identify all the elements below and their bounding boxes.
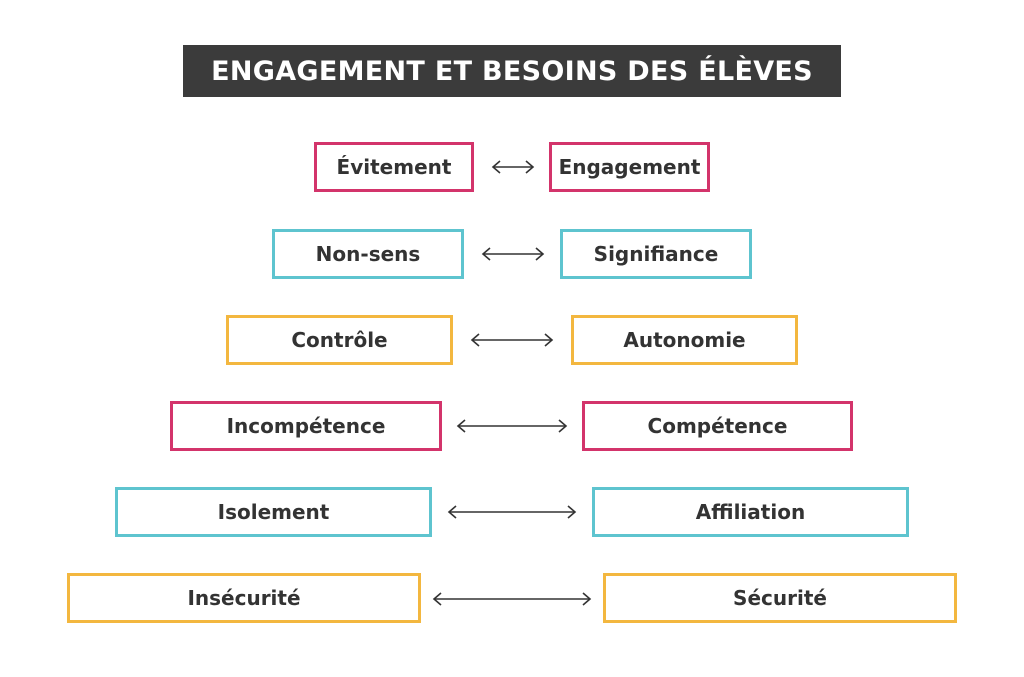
double-arrow-5 [446, 503, 578, 521]
box-left-1: Évitement [314, 142, 474, 192]
box-right-4: Compétence [582, 401, 853, 451]
box-left-5: Isolement [115, 487, 432, 537]
box-left-3: Contrôle [226, 315, 453, 365]
double-arrow-2 [480, 245, 546, 263]
double-arrow-3 [469, 331, 555, 349]
box-right-5: Affiliation [592, 487, 909, 537]
box-right-2: Signifiance [560, 229, 752, 279]
box-left-2: Non-sens [272, 229, 464, 279]
double-arrow-4 [455, 417, 569, 435]
double-arrow-1 [490, 158, 536, 176]
box-left-4: Incompétence [170, 401, 442, 451]
diagram-title: ENGAGEMENT ET BESOINS DES ÉLÈVES [183, 45, 841, 97]
box-right-1: Engagement [549, 142, 710, 192]
box-right-6: Sécurité [603, 573, 957, 623]
box-right-3: Autonomie [571, 315, 798, 365]
double-arrow-6 [431, 590, 593, 608]
box-left-6: Insécurité [67, 573, 421, 623]
